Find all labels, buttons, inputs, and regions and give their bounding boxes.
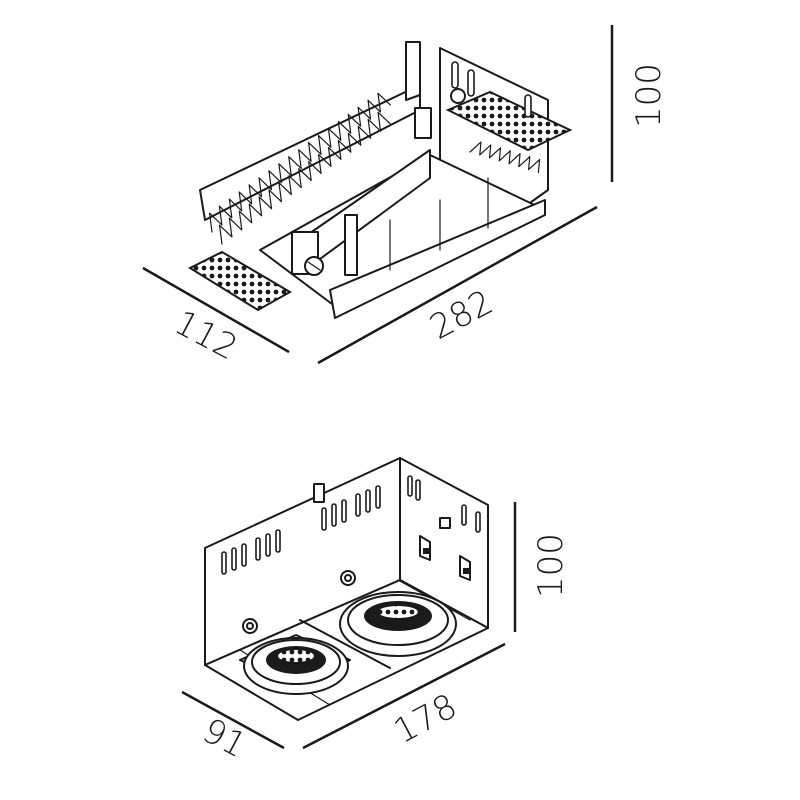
bottom-length-label: 178 (387, 686, 463, 752)
screw-icon (450, 88, 466, 104)
housing-side-clips (419, 517, 471, 581)
top-height-label: 100 (629, 63, 669, 128)
frame-top-tab (405, 41, 421, 101)
depth-dimension-line (181, 690, 285, 750)
right-lens-cell (339, 591, 457, 657)
frame-left-perforated-flange (187, 250, 293, 312)
frame-right-perforated-flange (445, 90, 573, 152)
bottom-depth-label: 91 (196, 711, 253, 767)
top-length-label: 282 (423, 282, 499, 348)
frame-serrations (208, 92, 541, 245)
housing-drawing (204, 457, 489, 721)
left-lens-cell (239, 634, 351, 695)
bottom-dimension-lines (181, 502, 517, 750)
mounting-frame-drawing (187, 41, 573, 319)
frame-clips (291, 88, 489, 276)
frame-front-wall (329, 199, 546, 319)
length-dimension-line (302, 642, 506, 750)
frame-bracket-slots (451, 61, 532, 118)
top-depth-label: 112 (168, 303, 244, 369)
depth-dimension-line (142, 266, 290, 354)
top-dimension-lines (142, 25, 614, 365)
length-dimension-line (317, 205, 598, 365)
housing-cell-divider (299, 619, 391, 669)
housing-vent-slots (221, 475, 481, 575)
housing-top-tab (313, 483, 325, 503)
bottom-height-label: 100 (531, 533, 571, 598)
